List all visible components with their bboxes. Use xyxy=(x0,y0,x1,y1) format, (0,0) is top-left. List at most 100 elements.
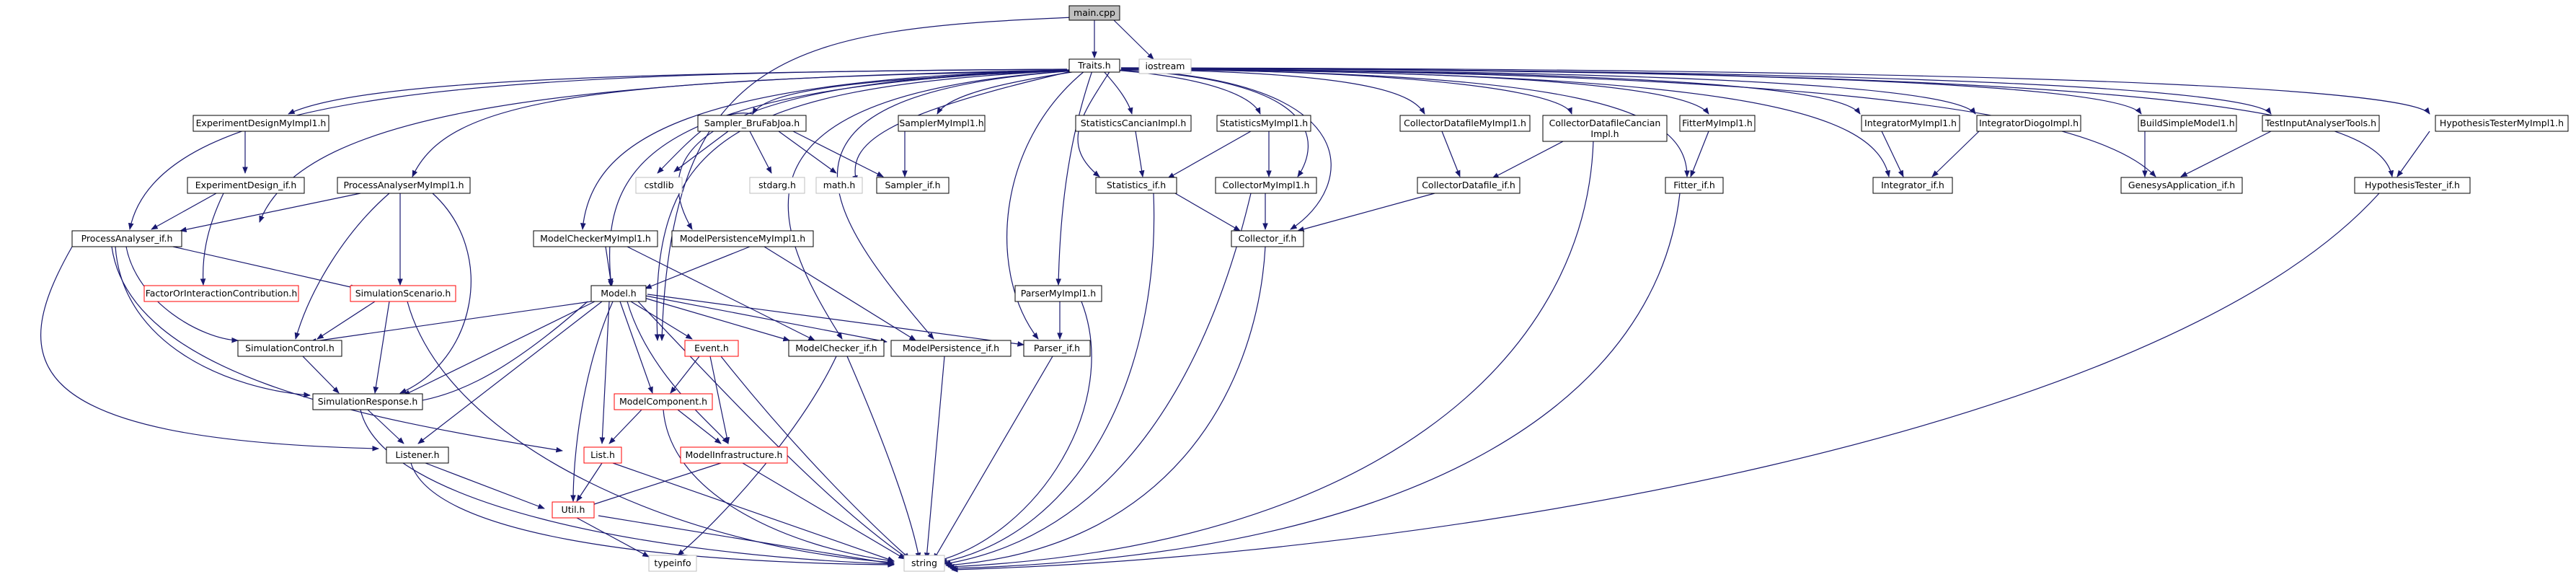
edge-statsmy-statsif xyxy=(1167,131,1252,179)
node-parser-if[interactable]: Parser_if.h xyxy=(1023,340,1091,357)
node-buildsimplemodel1[interactable]: BuildSimpleModel1.h xyxy=(2138,115,2237,132)
node-label: typeinfo xyxy=(654,558,691,568)
edge-event-modelinfra xyxy=(709,356,730,444)
edge-model-modelinfra xyxy=(627,301,729,444)
node-collectordatafilemyimpl1[interactable]: CollectorDatafileMyImpl1.h xyxy=(1399,115,1531,132)
edge-traits-hyptesterif xyxy=(1120,67,2394,177)
edge-event-modelcomponent xyxy=(670,356,700,394)
node-modelpersistence-if[interactable]: ModelPersistence_if.h xyxy=(890,340,1012,357)
node-integratormyimpl1[interactable]: IntegratorMyImpl1.h xyxy=(1861,115,1960,132)
edge-integratordiogo-integratorif xyxy=(1931,131,1980,177)
node-statisticscancianimpl[interactable]: StatisticsCancianImpl.h xyxy=(1075,115,1192,132)
edge-modelpersistmy-modelpersistif xyxy=(763,246,916,341)
node-label: IntegratorMyImpl1.h xyxy=(1864,118,1957,128)
node-integrator-if[interactable]: Integrator_if.h xyxy=(1872,177,1953,194)
node-iostream[interactable]: iostream xyxy=(1138,58,1192,74)
node-event[interactable]: Event.h xyxy=(684,340,739,357)
node-traits[interactable]: Traits.h xyxy=(1068,58,1120,73)
node-string[interactable]: string xyxy=(903,555,945,572)
node-stdarg[interactable]: stdarg.h xyxy=(749,177,805,194)
node-simulationcontrol[interactable]: SimulationControl.h xyxy=(237,340,342,357)
node-experimentdesignmyimpl1[interactable]: ExperimentDesignMyImpl1.h xyxy=(192,115,329,132)
node-modelchecker-if[interactable]: ModelChecker_if.h xyxy=(788,340,885,357)
edge-testinput-genesysapp xyxy=(2180,131,2272,177)
node-modelcomponent[interactable]: ModelComponent.h xyxy=(614,393,713,410)
edge-simcontrol-simresponse xyxy=(302,356,340,394)
node-factororinteractioncontribution[interactable]: FactorOrInteractionContribution.h xyxy=(143,285,299,302)
edge-traits-procanalyserif xyxy=(128,69,1068,230)
edge-procanalysermy-simcontrol xyxy=(294,193,390,340)
node-statistics-if[interactable]: Statistics_if.h xyxy=(1095,177,1177,194)
node-label: CollectorDatafile_if.h xyxy=(1422,180,1515,190)
node-hypothesistestermyimpl1[interactable]: HypothesisTesterMyImpl1.h xyxy=(2435,115,2569,132)
node-collector-if[interactable]: Collector_if.h xyxy=(1231,230,1304,247)
edge-expdesignif-factor xyxy=(200,193,224,286)
edge-collectordfif-collectorif xyxy=(1297,193,1435,232)
edge-model-event xyxy=(630,301,693,340)
node-fittermyimpl1[interactable]: FitterMyImpl1.h xyxy=(1679,115,1756,132)
node-modelcheckermyimpl1[interactable]: ModelCheckerMyImpl1.h xyxy=(533,230,658,247)
node-hypothesistester-if[interactable]: HypothesisTester_if.h xyxy=(2354,177,2471,194)
edge-modelcomponent-string xyxy=(663,409,895,563)
node-sampler-if[interactable]: Sampler_if.h xyxy=(876,177,950,194)
node-typeinfo[interactable]: typeinfo xyxy=(648,555,697,572)
edge-traits-integratorif xyxy=(1120,69,1890,177)
node-processanalysermyimpl1[interactable]: ProcessAnalyserMyImpl1.h xyxy=(337,177,471,194)
node-processanalyser-if[interactable]: ProcessAnalyser_if.h xyxy=(71,230,182,247)
edge-hyptesterif-string xyxy=(951,193,2380,573)
edge-collectordfcancian-collectordfif xyxy=(1492,140,1565,179)
node-collectordatafilecancianimpl[interactable]: CollectorDatafileCancian Impl.h xyxy=(1542,115,1668,142)
edge-modelpersistmy-model xyxy=(645,246,751,289)
node-integratordiogoimpl[interactable]: IntegratorDiogoImpl.h xyxy=(1976,115,2081,132)
edge-model-listener xyxy=(417,301,603,444)
edge-traits-genesysapp xyxy=(1120,68,2156,177)
node-sampler-brufabjoa[interactable]: Sampler_BruFabJoa.h xyxy=(697,115,807,132)
node-genesysapplication-if[interactable]: GenesysApplication_if.h xyxy=(2120,177,2243,194)
node-collectordatafile-if[interactable]: CollectorDatafile_if.h xyxy=(1417,177,1521,194)
node-samplermyimpl1[interactable]: SamplerMyImpl1.h xyxy=(898,115,986,132)
node-label: stdarg.h xyxy=(758,180,796,190)
edge-collectordfmy-collectordfif xyxy=(1441,131,1461,177)
node-label: cstdlib xyxy=(644,180,673,190)
node-label: FactorOrInteractionContribution.h xyxy=(146,288,298,299)
edge-traits-samplerbfj xyxy=(752,70,1071,115)
edge-traits-buildsimple xyxy=(1120,68,2142,115)
nodes: main.cpp iostream Traits.h ExperimentDes… xyxy=(71,5,2569,572)
node-label: ModelPersistenceMyImpl1.h xyxy=(680,233,805,244)
edge-model-modelpersistif xyxy=(645,295,888,344)
node-statisticsmyimpl1[interactable]: StatisticsMyImpl1.h xyxy=(1216,115,1311,132)
node-simulationresponse[interactable]: SimulationResponse.h xyxy=(312,393,423,410)
node-model[interactable]: Model.h xyxy=(590,285,647,302)
node-label: BuildSimpleModel1.h xyxy=(2140,118,2234,128)
node-label: Fitter_if.h xyxy=(1673,180,1715,190)
node-util[interactable]: Util.h xyxy=(552,501,595,519)
edge-simscenario-simcontrol xyxy=(317,301,376,340)
node-simulationscenario[interactable]: SimulationScenario.h xyxy=(350,285,456,302)
node-main-cpp[interactable]: main.cpp xyxy=(1068,5,1120,21)
node-cstdlib[interactable]: cstdlib xyxy=(635,177,683,194)
node-label: ModelComponent.h xyxy=(619,396,707,407)
node-modelpersistencemyimpl1[interactable]: ModelPersistenceMyImpl1.h xyxy=(671,230,814,247)
node-experimentdesign-if[interactable]: ExperimentDesign_if.h xyxy=(187,177,305,194)
edge-procanalysermy-simresponse xyxy=(399,193,472,394)
node-listener[interactable]: Listener.h xyxy=(386,446,449,464)
node-list[interactable]: List.h xyxy=(583,446,622,464)
node-modelinfrastructure[interactable]: ModelInfrastructure.h xyxy=(680,446,788,464)
node-math[interactable]: math.h xyxy=(815,177,863,194)
node-parsermyimpl1[interactable]: ParserMyImpl1.h xyxy=(1014,285,1102,302)
edge-traits-statsmy xyxy=(1113,69,1261,115)
edge-traits-parsermy xyxy=(1055,70,1093,286)
edge-statsif-collectorif xyxy=(1174,193,1241,232)
node-collectormyimpl1[interactable]: CollectorMyImpl1.h xyxy=(1215,177,1317,194)
node-label: SimulationScenario.h xyxy=(355,288,451,299)
node-fitter-if[interactable]: Fitter_if.h xyxy=(1665,177,1724,194)
edge-simscenario-string xyxy=(407,301,895,565)
edge-parsermy-string xyxy=(937,301,1092,563)
node-label: main.cpp xyxy=(1074,7,1115,18)
node-label: ModelCheckerMyImpl1.h xyxy=(540,233,651,244)
edge-fitterif-string xyxy=(950,193,1681,571)
node-label: Integrator_if.h xyxy=(1881,180,1944,190)
node-testinputanalysertools[interactable]: TestInputAnalyserTools.h xyxy=(2262,115,2380,132)
